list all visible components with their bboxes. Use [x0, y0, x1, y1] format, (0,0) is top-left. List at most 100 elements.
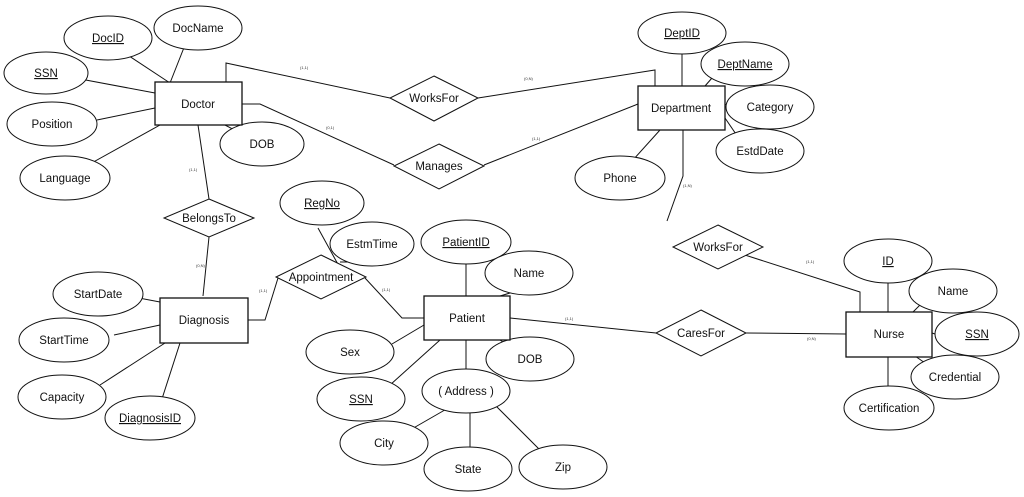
attribute-sex: Sex	[305, 329, 395, 375]
attribute-patientid: PatientID	[420, 219, 512, 265]
attribute-address: ( Address )	[421, 368, 511, 414]
relationship-manages-label: Manages	[415, 161, 463, 173]
card-nurse-caresfor: (0,N)	[807, 336, 817, 341]
attribute-credential: Credential	[910, 354, 1000, 400]
attribute-regno-label: RegNo	[304, 198, 340, 210]
entity-diagnosis-label: Diagnosis	[179, 315, 230, 327]
relationship-appointment-label: Appointment	[289, 272, 354, 284]
attribute-phone-label: Phone	[603, 173, 636, 185]
attribute-language-label: Language	[39, 173, 90, 185]
attribute-zip: Zip	[518, 444, 608, 490]
attribute-position: Position	[6, 101, 98, 147]
attribute-credential-label: Credential	[929, 372, 981, 384]
attribute-docname-label: DocName	[172, 23, 223, 35]
attribute-deptname-label: DeptName	[718, 59, 773, 71]
card-doctor-worksfor: (1,1)	[300, 65, 309, 70]
relationship-worksfor-nurse: WorksFor	[671, 224, 765, 270]
relationship-caresfor: CaresFor	[654, 309, 748, 357]
attribute-patient-ssn: SSN	[316, 376, 406, 422]
relationship-worksfor-department: WorksFor	[388, 75, 480, 122]
attribute-nurse-name-label: Name	[938, 286, 969, 298]
card-nurse-worksfor: (1,1)	[806, 259, 815, 264]
relationship-manages: Manages	[392, 143, 486, 190]
attribute-docid: DocID	[63, 15, 153, 61]
attribute-diagnosisid-label: DiagnosisID	[119, 413, 181, 425]
attribute-estmtime: EstmTime	[329, 221, 415, 267]
card-diagnosis-belongsto: (0,N)	[196, 263, 206, 268]
attribute-startdate: StartDate	[52, 271, 144, 317]
attribute-doctor-ssn-label: SSN	[34, 68, 58, 80]
attribute-capacity: Capacity	[17, 374, 107, 420]
entities: Doctor Department Diagnosis Patient Nurs…	[154, 81, 933, 358]
attribute-category: Category	[725, 84, 815, 130]
entity-doctor: Doctor	[154, 81, 243, 126]
attribute-position-label: Position	[32, 119, 73, 131]
entity-diagnosis: Diagnosis	[159, 297, 249, 344]
entity-department-label: Department	[651, 103, 712, 115]
entity-department: Department	[637, 85, 726, 131]
card-diagnosis-appointment: (1,1)	[259, 288, 268, 293]
relationship-caresfor-label: CaresFor	[677, 328, 725, 340]
relationship-worksfor-department-label: WorksFor	[409, 93, 459, 105]
attribute-language: Language	[19, 155, 111, 201]
cardinality-labels: (1,1) (0,N) (0,1) (1,1) (1,1) (0,N) (1,1…	[189, 65, 817, 341]
attribute-state: State	[423, 446, 513, 492]
attribute-docname: DocName	[153, 5, 243, 51]
attribute-nurse-ssn-label: SSN	[965, 329, 989, 341]
card-dept-worksfor: (0,N)	[524, 76, 534, 81]
attribute-patientid-label: PatientID	[442, 237, 489, 249]
card-dept-nurse: (1,N)	[683, 183, 693, 188]
attribute-doctor-ssn: SSN	[3, 51, 89, 95]
attribute-certification: Certification	[843, 385, 935, 431]
attribute-diagnosisid: DiagnosisID	[104, 395, 196, 441]
attribute-nurse-id-label: ID	[882, 256, 894, 268]
attribute-patient-name-label: Name	[514, 268, 545, 280]
attribute-patient-ssn-label: SSN	[349, 394, 373, 406]
entity-nurse: Nurse	[845, 311, 933, 358]
entity-patient: Patient	[423, 295, 511, 341]
entity-nurse-label: Nurse	[874, 329, 905, 341]
attribute-starttime: StartTime	[18, 317, 110, 363]
relationship-belongsto-label: BelongsTo	[182, 213, 236, 225]
card-doctor-belongsto: (1,1)	[189, 167, 198, 172]
attribute-capacity-label: Capacity	[40, 392, 85, 404]
attribute-zip-label: Zip	[555, 462, 571, 474]
attribute-startdate-label: StartDate	[74, 289, 123, 301]
card-dept-manages: (1,1)	[532, 136, 541, 141]
attribute-address-label: ( Address )	[438, 386, 494, 398]
entity-patient-label: Patient	[449, 313, 486, 325]
attributes: DocID DocName SSN Position Language DOB …	[3, 5, 1020, 492]
attribute-doctor-dob: DOB	[219, 121, 305, 167]
attribute-deptid: DeptID	[637, 11, 727, 55]
attribute-estddate: EstdDate	[715, 128, 805, 174]
relationship-belongsto: BelongsTo	[162, 198, 256, 238]
entity-doctor-label: Doctor	[181, 99, 215, 111]
attribute-regno: RegNo	[279, 180, 365, 226]
attribute-patient-dob: DOB	[485, 336, 575, 382]
attribute-city: City	[339, 420, 429, 466]
attribute-nurse-ssn: SSN	[934, 311, 1020, 357]
attribute-nurse-name: Name	[908, 268, 998, 314]
attribute-patient-name: Name	[484, 250, 574, 296]
attribute-estmtime-label: EstmTime	[346, 239, 397, 251]
attribute-category-label: Category	[747, 102, 794, 114]
attribute-patient-dob-label: DOB	[518, 354, 543, 366]
attribute-certification-label: Certification	[859, 403, 920, 415]
attribute-state-label: State	[455, 464, 482, 476]
attribute-nurse-id: ID	[843, 238, 933, 284]
attribute-starttime-label: StartTime	[39, 335, 88, 347]
attribute-docid-label: DocID	[92, 33, 124, 45]
attribute-phone: Phone	[574, 155, 666, 201]
attribute-city-label: City	[374, 438, 394, 450]
card-doctor-manages: (0,1)	[326, 125, 335, 130]
attribute-deptid-label: DeptID	[664, 28, 700, 40]
relationship-worksfor-nurse-label: WorksFor	[693, 242, 743, 254]
card-patient-caresfor: (1,1)	[565, 316, 574, 321]
card-patient-appointment: (1,1)	[382, 287, 391, 292]
attribute-estddate-label: EstdDate	[736, 146, 783, 158]
attribute-deptname: DeptName	[700, 41, 790, 87]
relationship-appointment: Appointment	[274, 254, 368, 300]
relationships: WorksFor Manages BelongsTo Appointment W…	[162, 75, 765, 357]
attribute-doctor-dob-label: DOB	[250, 139, 275, 151]
